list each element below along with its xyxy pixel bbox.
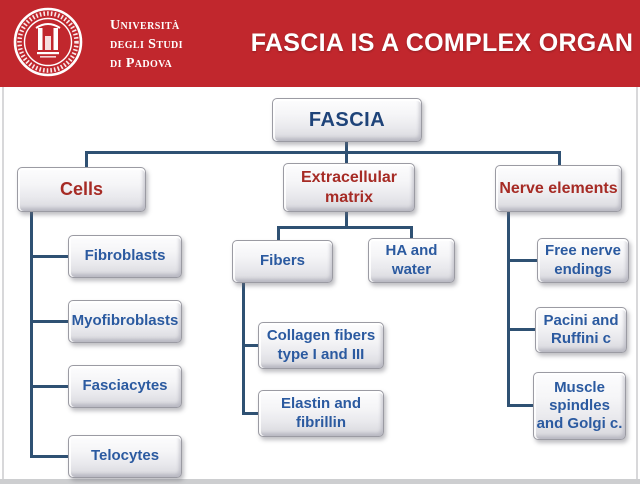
connector-line (345, 142, 348, 153)
node-pacini-ruffini: Pacini and Ruffini c (535, 307, 627, 353)
node-myofibroblasts: Myofibroblasts (68, 300, 182, 343)
node-muscle-spindles-golgi: Muscle spindles and Golgi c. (533, 372, 626, 440)
node-free-nerve-endings: Free nerve endings (537, 238, 629, 283)
connector-line (507, 259, 537, 262)
header-banner: Università degli Studi di Padova FASCIA … (0, 0, 640, 87)
connector-line (85, 151, 561, 154)
connector-line (30, 210, 33, 458)
connector-line (242, 344, 258, 347)
university-name-line1: Università (110, 18, 180, 33)
university-name-line3: di Padova (110, 56, 173, 71)
university-seal-icon (13, 7, 83, 77)
connector-line (410, 226, 413, 239)
slide-bottom-edge (0, 479, 640, 484)
title-container: FASCIA IS A COMPLEX ORGAN (248, 0, 636, 87)
slide-left-edge (2, 87, 4, 481)
connector-line (85, 151, 88, 168)
node-fascia: FASCIA (272, 98, 422, 142)
node-nerve-elements: Nerve elements (495, 165, 622, 212)
node-fibers: Fibers (232, 240, 333, 283)
connector-line (345, 211, 348, 228)
connector-line (30, 455, 68, 458)
connector-line (277, 226, 280, 241)
node-elastin-fibrillin: Elastin and fibrillin (258, 390, 384, 437)
connector-line (242, 282, 245, 415)
node-extracellular-matrix: Extracellular matrix (283, 163, 415, 212)
university-name-line2: degli Studi (110, 37, 183, 52)
node-ha-and-water: HA and water (368, 238, 455, 283)
node-fibroblasts: Fibroblasts (68, 235, 182, 278)
node-fasciacytes: Fasciacytes (68, 365, 182, 408)
node-collagen-fibers: Collagen fibers type I and III (258, 322, 384, 369)
slide-title: FASCIA IS A COMPLEX ORGAN (250, 29, 634, 57)
university-name: Università degli Studi di Padova (110, 16, 240, 73)
connector-line (507, 404, 533, 407)
slide-right-edge (636, 87, 638, 481)
connector-line (30, 385, 68, 388)
connector-line (277, 226, 413, 229)
connector-line (345, 151, 348, 164)
node-cells: Cells (17, 167, 146, 212)
node-telocytes: Telocytes (68, 435, 182, 478)
connector-line (30, 255, 68, 258)
connector-line (507, 328, 535, 331)
connector-line (507, 211, 510, 407)
connector-line (242, 412, 258, 415)
connector-line (558, 151, 561, 166)
connector-line (30, 320, 68, 323)
